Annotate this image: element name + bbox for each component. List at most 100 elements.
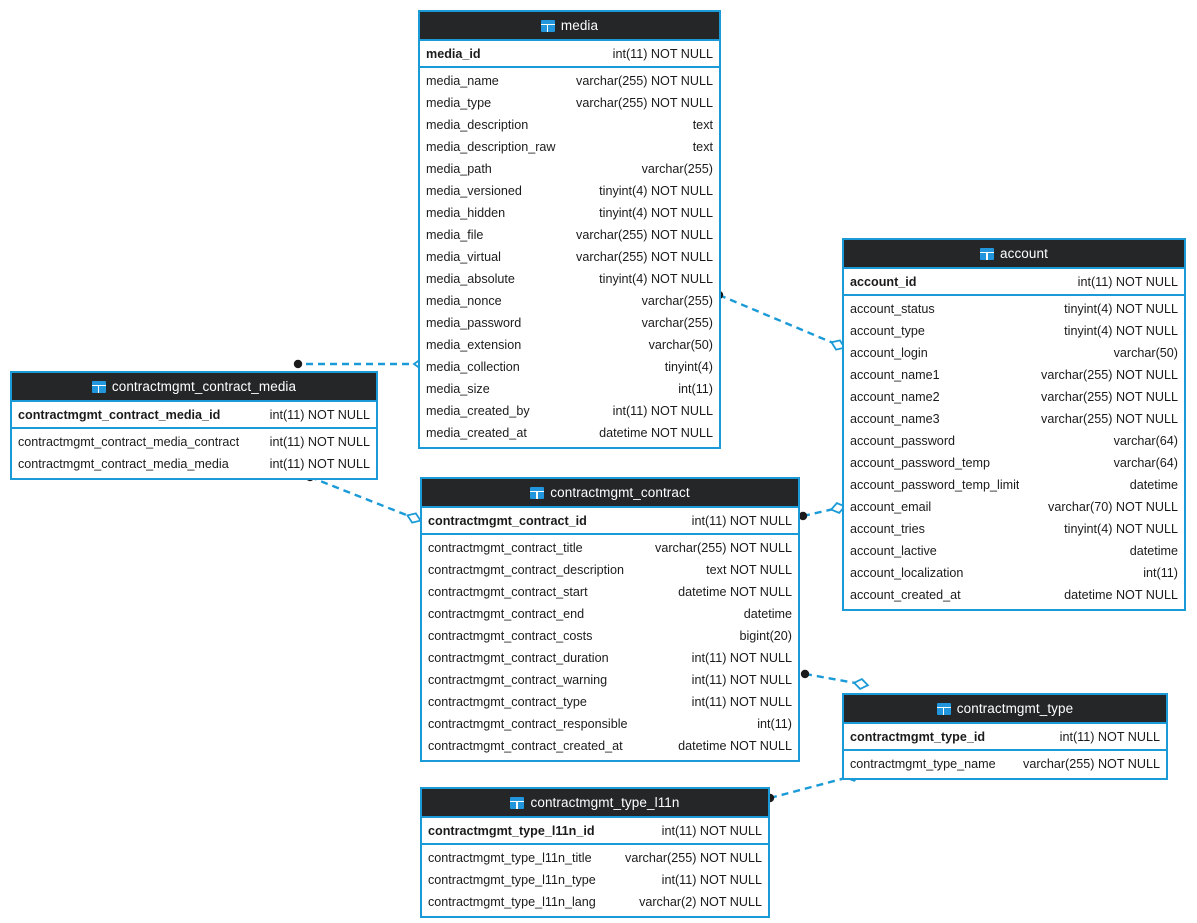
entity-header-account[interactable]: account <box>844 240 1184 269</box>
attribute-type: tinyint(4) <box>664 360 713 374</box>
attribute-type: varchar(255) NOT NULL <box>655 541 792 555</box>
attribute-row[interactable]: account_created_at datetime NOT NULL <box>844 584 1184 606</box>
attribute-type: varchar(255) NOT NULL <box>576 96 713 110</box>
attribute-type: datetime NOT NULL <box>1064 588 1178 602</box>
relationship-line-rel-media-account[interactable] <box>718 293 839 347</box>
attribute-name: contractmgmt_contract_duration <box>428 651 609 665</box>
attribute-type: int(11) NOT NULL <box>661 823 762 838</box>
attribute-row[interactable]: contractmgmt_contract_duration int(11) NO… <box>422 647 798 669</box>
relationship-line-rel-contract-account[interactable] <box>802 506 839 518</box>
attribute-type: int(11) <box>757 717 792 731</box>
attribute-name: contractmgmt_contract_created_at <box>428 739 623 753</box>
entity-header-media[interactable]: media <box>420 12 719 41</box>
attribute-type: int(11) NOT NULL <box>691 695 792 709</box>
entity-header-contractmgmt_contract_media[interactable]: contractmgmt_contract_media <box>12 373 376 402</box>
attribute-name: account_type <box>850 324 925 338</box>
attribute-name: account_created_at <box>850 588 961 602</box>
relationship-line-rel-contractmedia-contract[interactable] <box>309 475 415 520</box>
attribute-type: int(11) NOT NULL <box>612 404 713 418</box>
entity-header-contractmgmt_contract[interactable]: contractmgmt_contract <box>422 479 798 508</box>
relationship-endpoint-diamond <box>852 677 870 691</box>
attribute-type: int(11) NOT NULL <box>1059 729 1160 744</box>
attribute-row[interactable]: media_type varchar(255) NOT NULL <box>420 92 719 114</box>
attribute-type: text NOT NULL <box>706 563 792 577</box>
attribute-type: varchar(50) <box>1113 346 1178 360</box>
attribute-name: contractmgmt_contract_media_contract <box>18 435 240 449</box>
relationship-endpoint-dot <box>293 359 303 369</box>
entity-title: contractmgmt_type <box>956 701 1074 716</box>
relationship-line-rel-typel11n-type[interactable] <box>769 774 854 800</box>
attribute-name: media_created_at <box>426 426 527 440</box>
relationship-line-rel-contract-type[interactable] <box>804 672 862 686</box>
attribute-name: media_type <box>426 96 492 110</box>
table-icon <box>91 380 106 393</box>
attribute-type: int(11) NOT NULL <box>691 651 792 665</box>
table-icon <box>530 486 545 499</box>
entity-header-contractmgmt_type_l11n[interactable]: contractmgmt_type_l11n <box>422 789 768 818</box>
attribute-type: int(11) <box>678 382 713 396</box>
entity-header-contractmgmt_type[interactable]: contractmgmt_type <box>844 695 1166 724</box>
attribute-name: account_name1 <box>850 368 940 382</box>
attribute-name: account_password <box>850 434 956 448</box>
